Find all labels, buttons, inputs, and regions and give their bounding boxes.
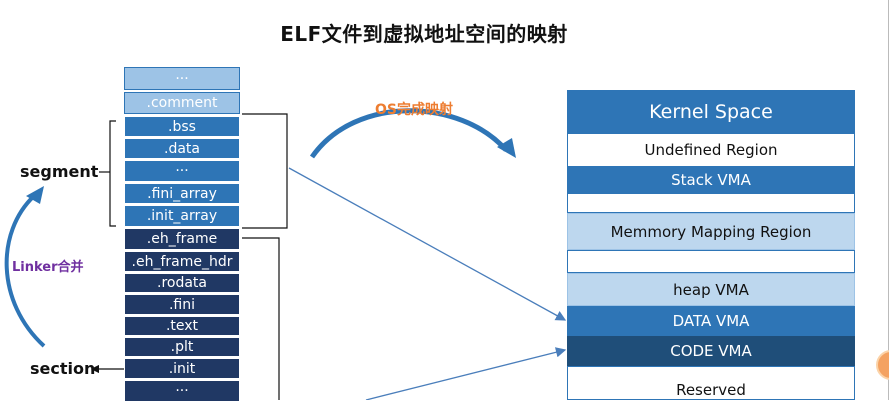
elf-section-cell: .text [124,316,240,336]
memory-region: Kernel Space [567,90,855,133]
elf-section-cell: .plt [124,337,240,357]
linker-curved-arrow [4,194,46,348]
elf-section-cell: ··· [124,160,240,182]
elf-section-cell: .fini_array [124,183,240,204]
elf-section-cell: .bss [124,116,240,137]
linker-curved-arrow-head [26,186,44,204]
elf-section-cell: .eh_frame [124,228,240,250]
segment2-bracket [242,237,280,400]
memory-region [567,193,855,213]
map-arrow-data [288,167,567,321]
elf-section-cell: ··· [124,67,240,90]
elf-section-cell: .rodata [124,273,240,293]
os-curved-arrow-head [497,138,516,158]
elf-section-cell: .init_array [124,205,240,227]
memory-region: Undefined Region [567,133,855,167]
elf-section-cell: ··· [124,380,240,402]
segment1-bracket [242,113,288,229]
memory-region: heap VMA [567,273,855,306]
map-arrow-code [365,347,567,400]
memory-region: CODE VMA [567,336,855,366]
section-label: section [30,359,96,378]
memory-region: Stack VMA [567,167,855,193]
segment-label: segment [20,162,99,181]
elf-section-cell: .data [124,138,240,159]
memory-region: Reserved [567,366,855,400]
elf-section-cell: .fini [124,294,240,315]
elf-section-cell: .eh_frame_hdr [124,251,240,272]
memory-region: Memmory Mapping Region [567,213,855,250]
elf-section-cell: .init [124,358,240,379]
os-mapping-label: OS完成映射 [375,102,453,118]
diagram-title: ELF文件到虚拟地址空间的映射 [280,22,568,46]
segment-bracket [109,120,116,227]
memory-region: DATA VMA [567,306,855,336]
memory-region [567,250,855,273]
os-curved-arrow [309,108,508,159]
linker-label: Linker合并 [12,260,84,275]
elf-section-cell: .comment [124,92,240,114]
